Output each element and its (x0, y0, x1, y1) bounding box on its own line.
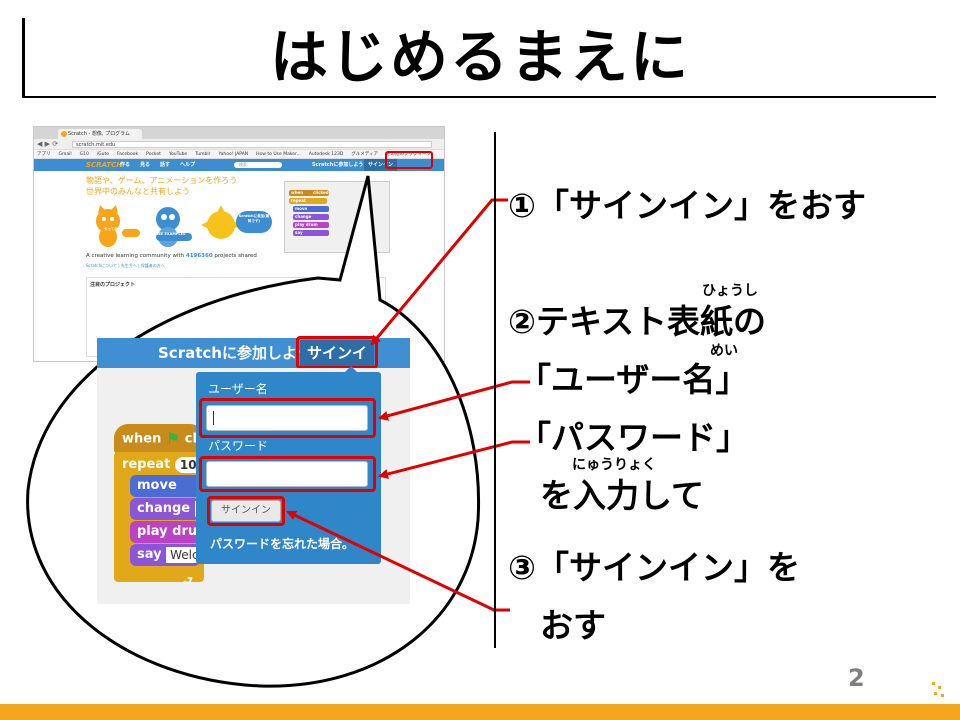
browser-url-bar: ◀ ▶ ⟳ scratch.mit.edu (34, 139, 444, 150)
bookmark-item[interactable]: グルメディア (351, 152, 378, 157)
browser-nav-icons[interactable]: ◀ ▶ ⟳ (37, 140, 59, 148)
bookmark-item[interactable]: Facebook (116, 152, 139, 157)
ruby-hyoushi: ひょうし (702, 283, 758, 299)
browser-signin-highlight (385, 151, 433, 169)
bookmark-item[interactable]: アプリ (37, 152, 51, 157)
step2-line1: ②テキスト表紙の (508, 302, 766, 341)
signin-submit-button[interactable]: サインイン (211, 500, 281, 522)
bookmark-item[interactable]: その他のブックマーク (386, 152, 431, 157)
nav-help[interactable]: ヘルプ (180, 162, 196, 168)
slide-title: はじめるまえに (269, 23, 690, 91)
say-text-input[interactable]: Welco (166, 546, 200, 563)
bookmark-item[interactable]: Yahoo! JAPAN (218, 152, 249, 157)
nav-explore[interactable]: 見る (140, 162, 151, 168)
say-label: say (137, 547, 162, 562)
forgot-password-link[interactable]: パスワードを忘れた場合。 (210, 537, 355, 551)
browser-tab[interactable]: Scratch - 想像, プログラム (58, 129, 142, 139)
nav-create[interactable]: 作る (120, 162, 131, 168)
ruby-mei: めい (710, 343, 738, 359)
step3-line1: ③「サインイン」を (508, 548, 800, 587)
password-highlight (199, 456, 376, 492)
play-drum-block[interactable]: play drum (130, 521, 200, 543)
step2-line4: を入力して (540, 476, 705, 515)
bookmark-item[interactable]: Gmail (58, 152, 72, 157)
nav-discuss[interactable]: 話す (160, 162, 171, 168)
move-label: move (137, 478, 177, 493)
change-block[interactable]: change co (130, 498, 200, 520)
username-input[interactable] (206, 405, 368, 431)
step2-line3: 「パスワード」 (518, 418, 749, 457)
repeat-count-input[interactable]: 10 (174, 456, 202, 473)
green-flag-icon: ⚑ (165, 429, 181, 448)
bookmarks-bar: アプリ Gmail G10 iGute Facebook Pocket YouTube Tum… (34, 150, 444, 159)
vertical-divider (494, 132, 496, 648)
bookmark-item[interactable]: Pocket (146, 152, 161, 157)
play-drum-label: play drum (137, 524, 200, 539)
footer-bar (0, 704, 960, 720)
bookmark-item[interactable]: G10 (79, 152, 89, 157)
step3-line2: おす (540, 606, 606, 645)
ruby-nyuuryoku: にゅうりょく (572, 457, 656, 473)
scratch-search-input[interactable]: 検索 (234, 162, 282, 168)
title-underline (22, 96, 936, 98)
signin-link-highlight (296, 336, 378, 369)
address-field[interactable]: scratch.mit.edu (72, 141, 432, 148)
scratch-logo[interactable]: SCRATCH (86, 161, 123, 169)
signin-button-highlight (207, 496, 285, 526)
footer-logo-icon (932, 682, 944, 697)
when-label: when (122, 431, 162, 447)
step2-line2: 「ユーザー名」 (518, 360, 749, 399)
repeat-label: repeat (122, 457, 171, 472)
when-clicked-block[interactable]: when ⚑ cl (114, 424, 204, 454)
bookmark-item[interactable]: Tumblr (195, 152, 211, 157)
move-block[interactable]: move 10 (130, 475, 200, 516)
bookmark-item[interactable]: iGute (96, 152, 109, 157)
username-highlight (199, 398, 376, 438)
text-cursor (213, 411, 214, 425)
title-left-rule (22, 18, 25, 96)
bookmark-item[interactable]: YouTube (168, 152, 188, 157)
scratch-nav-bar: SCRATCH 作る 見る 話す ヘルプ 検索 Scratchに参加しよう サイ… (34, 159, 444, 171)
step1-text: ①「サインイン」をおす (508, 186, 866, 225)
repeat-arrow-icon: ⮐ (182, 574, 193, 588)
username-label: ユーザー名 (208, 382, 268, 396)
dropdown-caret (344, 366, 358, 373)
join-scratch-link[interactable]: Scratchに参加しよう (312, 162, 364, 168)
clicked-partial-label: cl (184, 431, 197, 447)
scratch-favicon-icon (61, 131, 67, 137)
zoomed-join-link[interactable]: Scratchに参加しよう (158, 344, 312, 362)
page-number: 2 (848, 664, 865, 692)
password-label: パスワード (208, 439, 269, 453)
password-input[interactable] (206, 461, 368, 487)
change-label: change (137, 501, 191, 516)
bookmark-item[interactable]: How to Use Maker... (256, 152, 301, 157)
bookmark-item[interactable]: Autodesk 123D (308, 152, 344, 157)
browser-tab-title: Scratch - 想像, プログラム (68, 131, 130, 137)
say-block[interactable]: say Welco (130, 544, 200, 566)
